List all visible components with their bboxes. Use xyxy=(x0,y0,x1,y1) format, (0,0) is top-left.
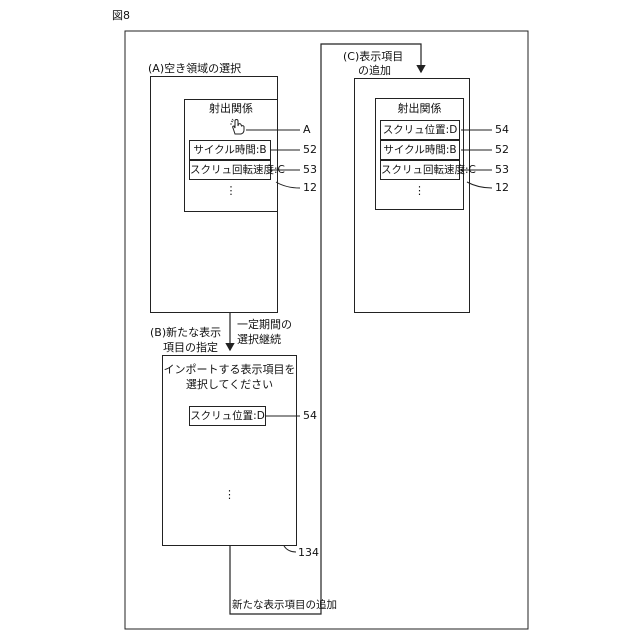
leader-a-12 xyxy=(276,182,300,188)
panel-a-menu-title: 射出関係 xyxy=(184,102,278,116)
hand-pointer-icon xyxy=(229,118,247,140)
panel-b-item-screw-position[interactable]: スクリュ位置:D xyxy=(189,406,266,426)
ref-a-53: 53 xyxy=(303,163,317,177)
figure-label: 図8 xyxy=(112,9,130,23)
panel-b-caption-line2: 項目の指定 xyxy=(163,341,218,355)
panel-a-item-screw-speed[interactable]: スクリュ回転速度:C xyxy=(189,160,271,180)
transition-ab-line2: 選択継続 xyxy=(237,333,281,347)
ref-c-54: 54 xyxy=(495,123,509,137)
panel-a-caption: (A)空き領域の選択 xyxy=(148,62,241,76)
panel-c-item-screw-position[interactable]: スクリュ位置:D xyxy=(380,120,460,140)
panel-b-caption-line1: (B)新たな表示 xyxy=(150,326,221,340)
ref-c-12: 12 xyxy=(495,181,509,195)
ref-c-53: 53 xyxy=(495,163,509,177)
leader-b-134 xyxy=(284,546,296,552)
panel-c-caption-line2: の追加 xyxy=(358,64,391,78)
ref-a-52: 52 xyxy=(303,143,317,157)
panel-b-ellipsis: ⋮ xyxy=(162,488,297,502)
panel-c-item-screw-speed[interactable]: スクリュ回転速度:C xyxy=(380,160,460,180)
ref-b-54: 54 xyxy=(303,409,317,423)
transition-bc-label: 新たな表示項目の追加 xyxy=(232,598,337,612)
panel-c-caption-line1: (C)表示項目 xyxy=(343,50,403,64)
panel-c-item-cycle-time[interactable]: サイクル時間:B xyxy=(380,140,460,160)
panel-b-prompt-line1: インポートする表示項目を xyxy=(162,363,297,377)
panel-c-ellipsis: ⋮ xyxy=(375,184,464,198)
ref-b-134: 134 xyxy=(298,546,319,560)
panel-a-item-cycle-time[interactable]: サイクル時間:B xyxy=(189,140,271,160)
transition-ab-line1: 一定期間の xyxy=(237,318,292,332)
leader-c-12 xyxy=(467,182,492,188)
panel-c-menu-title: 射出関係 xyxy=(375,102,464,116)
panel-a-ellipsis: ⋮ xyxy=(184,184,278,198)
panel-b-prompt-line2: 選択してください xyxy=(162,378,297,392)
ref-a-pointer: A xyxy=(303,123,311,137)
ref-c-52: 52 xyxy=(495,143,509,157)
ref-a-12: 12 xyxy=(303,181,317,195)
